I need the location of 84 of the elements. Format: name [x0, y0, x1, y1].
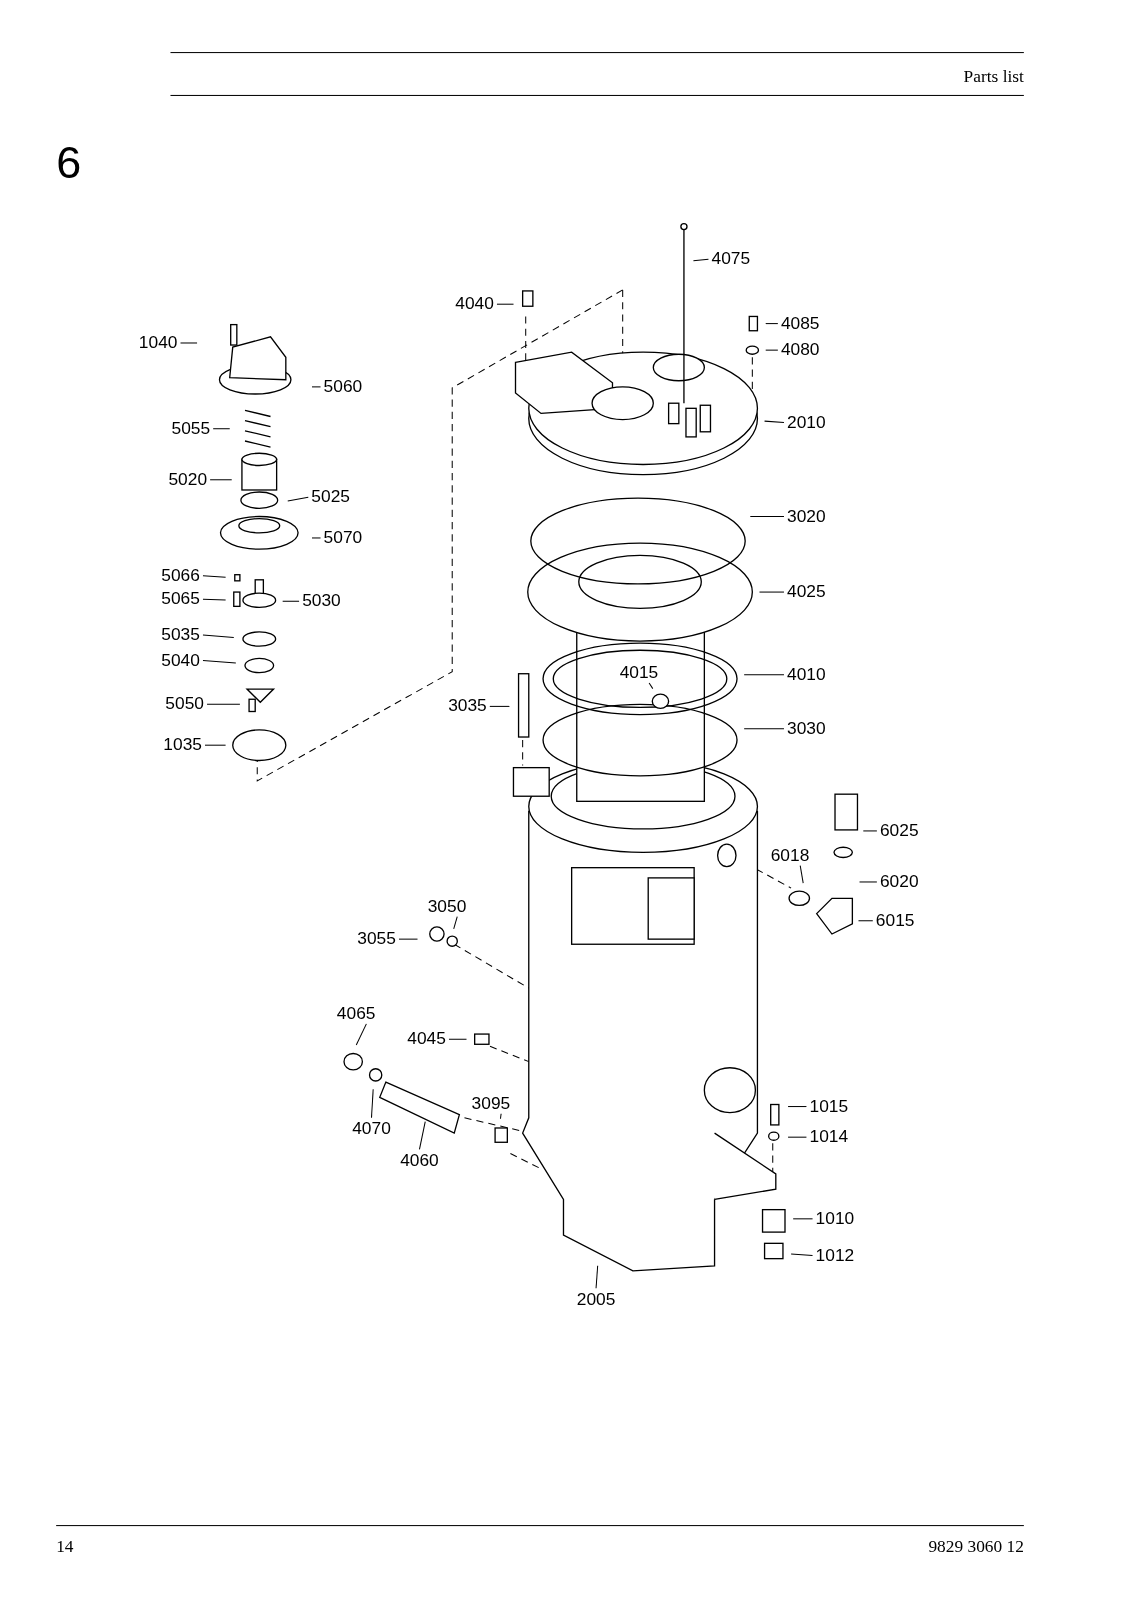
leader-line: [209, 479, 233, 481]
callout-number: 2010: [787, 412, 826, 433]
callout-number: 4025: [787, 581, 826, 603]
callout-number: 4070: [352, 1118, 391, 1140]
leader-line: [765, 323, 779, 325]
callout-number: 5065: [161, 589, 200, 610]
leader-line: [370, 1088, 374, 1119]
leader-line: [398, 938, 418, 940]
callout-number: 6018: [770, 845, 810, 866]
callout-number: 5055: [171, 418, 211, 439]
leader-line: [287, 496, 309, 502]
callout-number: 1035: [163, 735, 202, 756]
leader-line: [799, 865, 804, 884]
callout-number: 5030: [302, 591, 341, 612]
callout-number: 1012: [815, 1245, 855, 1266]
callout-number: 6015: [875, 910, 915, 931]
leader-line: [453, 916, 458, 930]
leader-line: [790, 1253, 814, 1257]
callout-number: 3030: [787, 718, 826, 740]
callout-number: 5020: [168, 469, 208, 490]
document-number: 9829 3060 12: [928, 1536, 1024, 1557]
leader-line: [180, 342, 198, 344]
leader-line: [496, 303, 514, 305]
callout-number: 5025: [311, 486, 350, 508]
callout-number: 1014: [809, 1126, 849, 1148]
leader-line: [758, 591, 785, 593]
leader-line: [765, 349, 779, 351]
callout-number: 4015: [619, 662, 659, 683]
callout-number: 3095: [471, 1093, 511, 1114]
leader-line: [595, 1265, 599, 1289]
leader-line: [206, 703, 241, 705]
page-number: 14: [56, 1536, 74, 1557]
callout-number: 5066: [161, 565, 200, 586]
leader-line: [418, 1121, 426, 1150]
leader-line: [311, 386, 322, 388]
leader-line: [202, 659, 237, 664]
callout-number: 5050: [165, 694, 204, 715]
leader-line: [792, 1218, 814, 1220]
callout-number: 3055: [357, 928, 396, 950]
callout-number: 6025: [879, 820, 919, 842]
leader-line: [743, 674, 785, 676]
leader-line: [202, 598, 227, 601]
leader-line: [743, 728, 785, 730]
leader-line: [787, 1136, 807, 1138]
leader-line: [858, 920, 874, 922]
callout-number: 3020: [787, 506, 826, 527]
callout-number: 4080: [780, 339, 820, 361]
leader-line: [355, 1023, 367, 1046]
callout-number: 6020: [879, 871, 919, 893]
callout-number: 5035: [161, 624, 200, 646]
leader-line: [489, 705, 510, 707]
callout-number: 3050: [427, 896, 467, 917]
callout-number: 4075: [711, 249, 751, 270]
leader-line: [862, 830, 878, 832]
header-text: Parts list: [963, 66, 1024, 87]
callout-number: 4060: [400, 1150, 439, 1171]
leader-line: [648, 682, 654, 690]
callout-number: 4065: [336, 1003, 376, 1024]
callout-number: 3035: [448, 696, 487, 717]
leader-line: [204, 744, 227, 746]
callout-number: 1010: [815, 1208, 855, 1230]
callout-number: 5070: [323, 527, 363, 549]
leader-line: [202, 575, 227, 578]
leader-line: [499, 1113, 502, 1120]
callout-number: 4010: [787, 664, 826, 685]
callout-number: 4085: [780, 313, 820, 334]
leader-line: [212, 428, 231, 430]
callout-number: 4045: [407, 1028, 446, 1050]
callout-number: 1015: [809, 1096, 849, 1117]
leader-line: [282, 600, 300, 602]
callout-number: 1040: [138, 332, 178, 354]
callout-number: 2005: [576, 1289, 616, 1310]
leader-line: [859, 881, 878, 883]
leader-line: [764, 420, 785, 424]
leader-line: [787, 1106, 807, 1108]
leader-line: [202, 634, 235, 638]
callout-number: 5060: [323, 376, 363, 398]
section-number: 6: [56, 136, 82, 188]
leader-line: [311, 537, 322, 539]
leader-line: [749, 516, 785, 518]
leader-line: [448, 1038, 467, 1040]
leader-line: [692, 258, 709, 262]
callout-number: 4040: [455, 294, 494, 315]
callout-number: 5040: [161, 650, 200, 671]
